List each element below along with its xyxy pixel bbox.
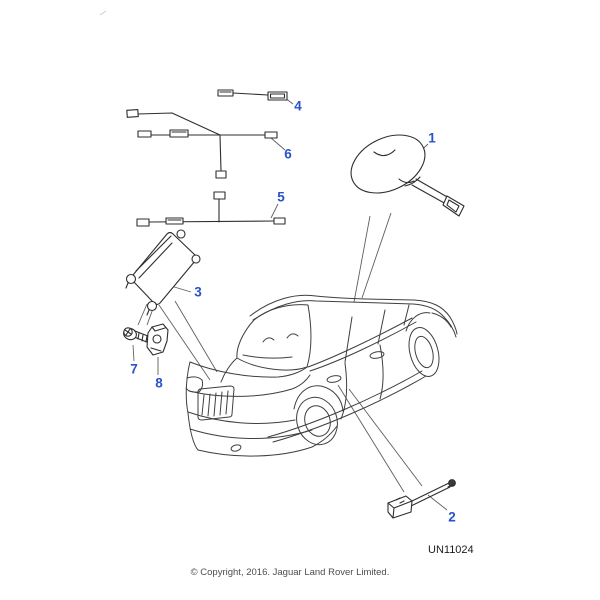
callout-7[interactable]: 7 [130, 361, 138, 377]
car-illustration [186, 295, 457, 456]
callout-4[interactable]: 4 [294, 98, 302, 114]
callout-6[interactable]: 6 [284, 146, 292, 162]
part-6-harness [127, 110, 277, 178]
part-7-screw [122, 326, 153, 344]
callout-1[interactable]: 1 [428, 130, 436, 146]
part-8-bracket [147, 324, 168, 355]
part-5-harness [137, 192, 285, 226]
figure-code: UN11024 [428, 544, 474, 556]
part-2-cable [388, 480, 456, 519]
part-4-link-lead [218, 90, 287, 100]
callout-5[interactable]: 5 [277, 189, 285, 205]
callout-2[interactable]: 2 [448, 509, 456, 525]
part-3-module [126, 230, 200, 315]
part-1-antenna [342, 124, 464, 216]
copyright-notice: © Copyright, 2016. Jaguar Land Rover Lim… [190, 567, 390, 578]
callout-3[interactable]: 3 [194, 284, 202, 300]
callout-8[interactable]: 8 [155, 375, 163, 391]
crop-mark [100, 11, 106, 15]
